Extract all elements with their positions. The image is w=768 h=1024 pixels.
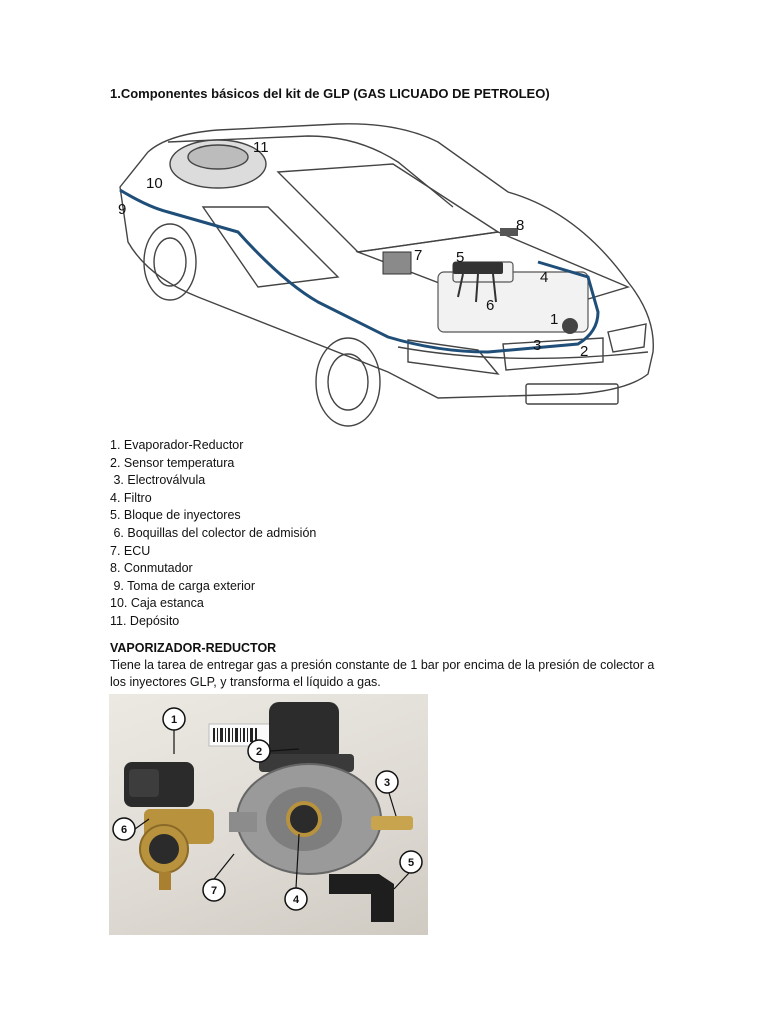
car-label-5: 5 bbox=[456, 249, 464, 266]
callout-3: 3 bbox=[384, 777, 390, 789]
list-item: 6. Boquillas del colector de admisión bbox=[110, 525, 317, 540]
car-label-6: 6 bbox=[486, 297, 494, 314]
reducer-photo: 1 2 3 4 5 6 7 bbox=[109, 694, 428, 935]
list-item: 4. Filtro bbox=[110, 490, 152, 505]
list-item: 3. Electroválvula bbox=[110, 473, 206, 488]
callout-5: 5 bbox=[408, 857, 414, 869]
wheel-rear bbox=[143, 223, 197, 301]
gas-outlet-fitting bbox=[371, 816, 413, 830]
car-label-8: 8 bbox=[516, 217, 524, 234]
callout-4: 4 bbox=[293, 894, 300, 906]
list-item: 5. Bloque de inyectores bbox=[110, 508, 241, 523]
reducer-illustration: 1 2 3 4 5 6 7 bbox=[112, 702, 423, 922]
section-title: VAPORIZADOR-REDUCTOR bbox=[110, 641, 277, 655]
reducer-body bbox=[229, 702, 382, 875]
list-item: 1. Evaporador-Reductor bbox=[110, 438, 244, 452]
list-item: 11. Depósito bbox=[110, 613, 180, 628]
door-line bbox=[201, 206, 340, 288]
car-body-outline bbox=[119, 123, 654, 399]
car-glp-kit-diagram: 11 10 9 8 7 5 6 4 1 3 2 bbox=[118, 123, 654, 427]
car-label-10: 10 bbox=[146, 175, 163, 192]
components-list: 1. Evaporador-Reductor 2. Sensor tempera… bbox=[110, 437, 316, 631]
section-description: Tiene la tarea de entregar gas a presión… bbox=[110, 658, 655, 689]
brass-filter bbox=[139, 809, 214, 890]
injector-block bbox=[453, 262, 503, 303]
car-roof-line bbox=[167, 135, 454, 208]
headlight-left bbox=[407, 339, 500, 375]
list-item: 7. ECU bbox=[110, 543, 151, 558]
car-label-3: 3 bbox=[533, 337, 541, 354]
switch bbox=[500, 228, 518, 236]
license-plate bbox=[525, 383, 619, 405]
car-label-7: 7 bbox=[414, 247, 422, 264]
callout-6: 6 bbox=[121, 824, 127, 836]
list-item: 8. Conmutador bbox=[110, 561, 193, 576]
callout-2: 2 bbox=[256, 746, 262, 758]
callout-1: 1 bbox=[171, 714, 177, 726]
car-label-2: 2 bbox=[580, 343, 588, 360]
page-heading: 1.Componentes básicos del kit de GLP (GA… bbox=[110, 86, 550, 101]
ecu-box bbox=[382, 251, 412, 275]
grille bbox=[502, 337, 604, 371]
windshield bbox=[276, 163, 500, 253]
solenoid-valve bbox=[124, 762, 194, 807]
gas-supply-line bbox=[119, 188, 600, 354]
wheel-front bbox=[315, 337, 381, 427]
callout-7: 7 bbox=[211, 885, 217, 897]
reducer bbox=[562, 318, 578, 334]
car-label-9: 9 bbox=[118, 201, 126, 218]
headlight-right bbox=[607, 323, 647, 353]
rubber-elbow bbox=[329, 874, 394, 922]
list-item: 10. Caja estanca bbox=[110, 596, 204, 611]
car-label-4: 4 bbox=[540, 269, 548, 286]
list-item: 9. Toma de carga exterior bbox=[110, 578, 255, 593]
front-bumper bbox=[397, 346, 649, 360]
lpg-tank bbox=[169, 139, 267, 189]
list-item: 2. Sensor temperatura bbox=[110, 455, 235, 470]
car-label-11: 11 bbox=[253, 139, 269, 156]
car-label-1: 1 bbox=[550, 311, 558, 328]
